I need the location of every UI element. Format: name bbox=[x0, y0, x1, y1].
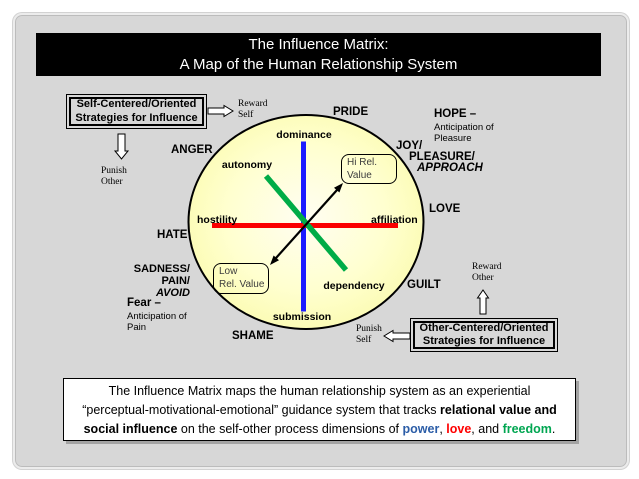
description-text-1: The Influence Matrix maps the human rela… bbox=[108, 384, 531, 398]
hi-rel-line-1: Hi Rel. bbox=[347, 157, 378, 168]
emotion-pride: PRIDE bbox=[333, 106, 369, 118]
title-line-2: A Map of the Human Relationship System bbox=[179, 56, 458, 73]
description-period: . bbox=[551, 422, 556, 436]
title-line-1: The Influence Matrix: bbox=[248, 36, 389, 53]
relational-value-arrow bbox=[270, 183, 343, 265]
separator-2: , and bbox=[471, 422, 503, 436]
axis-dominance: dominance bbox=[276, 129, 332, 141]
axis-dependency: dependency bbox=[323, 280, 385, 292]
fear-subtext-2: Pain bbox=[127, 322, 147, 333]
emotion-hate: HATE bbox=[157, 229, 188, 241]
punish-self-label: Punish Self bbox=[356, 324, 382, 345]
self-strategies-line-1: Self-Centered/Oriented bbox=[76, 98, 197, 110]
description-bold-social-influence: social influence bbox=[83, 422, 178, 436]
punish-other-line-2: Other bbox=[101, 176, 123, 187]
description-line-2: “perceptual-motivational-emotional” guid… bbox=[64, 401, 575, 420]
axis-autonomy: autonomy bbox=[221, 159, 273, 171]
punish-self-arrow-icon bbox=[383, 329, 411, 343]
emotion-hope: HOPE – bbox=[434, 108, 477, 120]
description-line-3: social influence on the self-other proce… bbox=[64, 420, 575, 439]
hi-rel-value-box: Hi Rel. Value bbox=[341, 154, 397, 184]
title-bar: The Influence Matrix: A Map of the Human… bbox=[36, 33, 601, 76]
emotion-pain: PAIN/ bbox=[161, 275, 190, 287]
emotion-love: LOVE bbox=[429, 203, 461, 215]
emotion-anger: ANGER bbox=[171, 144, 213, 156]
keyword-love: love bbox=[446, 422, 472, 436]
punish-other-line-1: Punish bbox=[101, 166, 127, 176]
emotion-shame: SHAME bbox=[232, 330, 274, 342]
description-text-2: “perceptual-motivational-emotional” guid… bbox=[82, 403, 441, 417]
description-line-1: The Influence Matrix maps the human rela… bbox=[64, 382, 575, 401]
emotion-sadness-block: SADNESS/ PAIN/ AVOID bbox=[120, 263, 190, 299]
reward-other-line-2: Other bbox=[472, 272, 494, 283]
self-strategies-line-2: Strategies for Influence bbox=[75, 111, 198, 124]
hi-rel-line-2: Value bbox=[347, 169, 372, 181]
punish-self-line-2: Self bbox=[356, 334, 372, 345]
self-centered-strategies-box: Self-Centered/Oriented Strategies for In… bbox=[66, 94, 207, 129]
emotion-hope-block: HOPE – Anticipation of Pleasure bbox=[434, 108, 494, 144]
description-box: The Influence Matrix maps the human rela… bbox=[63, 378, 576, 441]
low-rel-line-2: Rel. Value bbox=[219, 278, 265, 290]
other-strategies-line-2: Strategies for Influence bbox=[422, 335, 546, 347]
separator-1: , bbox=[439, 422, 447, 436]
other-strategies-line-1: Other-Centered/Oriented bbox=[419, 321, 549, 334]
description-bold-relational-value: relational value and bbox=[440, 403, 557, 417]
fear-subtext-1: Anticipation of bbox=[127, 311, 187, 322]
punish-other-label: Punish Other bbox=[101, 166, 127, 187]
axis-hostility: hostility bbox=[197, 214, 238, 226]
low-rel-line-1: Low bbox=[219, 266, 238, 277]
emotion-fear: Fear – bbox=[127, 297, 161, 309]
reward-self-line-2: Self bbox=[238, 109, 254, 120]
emotion-fear-block: Fear – Anticipation of Pain bbox=[127, 297, 187, 333]
axis-affiliation: affiliation bbox=[371, 214, 418, 226]
emotion-pleasure: PLEASURE/ bbox=[409, 151, 475, 163]
reward-other-arrow-icon bbox=[476, 289, 490, 315]
other-centered-strategies-box: Other-Centered/Oriented Strategies for I… bbox=[410, 318, 558, 352]
reward-other-line-1: Reward bbox=[472, 262, 502, 272]
punish-self-line-1: Punish bbox=[356, 324, 382, 334]
emotion-approach: APPROACH bbox=[417, 162, 483, 174]
reward-self-line-1: Reward bbox=[238, 99, 268, 109]
keyword-power: power bbox=[402, 422, 440, 436]
hope-subtext-1: Anticipation of bbox=[434, 122, 494, 133]
emotion-joy: JOY/ bbox=[396, 140, 423, 152]
emotion-sadness: SADNESS/ bbox=[133, 263, 190, 275]
reward-other-label: Reward Other bbox=[472, 262, 502, 283]
reward-self-arrow-icon bbox=[207, 104, 234, 118]
low-rel-value-box: Low Rel. Value bbox=[213, 263, 269, 294]
reward-self-label: Reward Self bbox=[238, 99, 268, 120]
axis-submission: submission bbox=[272, 311, 332, 323]
keyword-freedom: freedom bbox=[502, 422, 552, 436]
punish-other-arrow-icon bbox=[113, 133, 130, 160]
description-text-3: on the self-other process dimensions of bbox=[177, 422, 403, 436]
hope-subtext-2: Pleasure bbox=[434, 133, 472, 144]
emotion-guilt: GUILT bbox=[407, 279, 441, 291]
emotion-avoid: AVOID bbox=[155, 287, 190, 299]
